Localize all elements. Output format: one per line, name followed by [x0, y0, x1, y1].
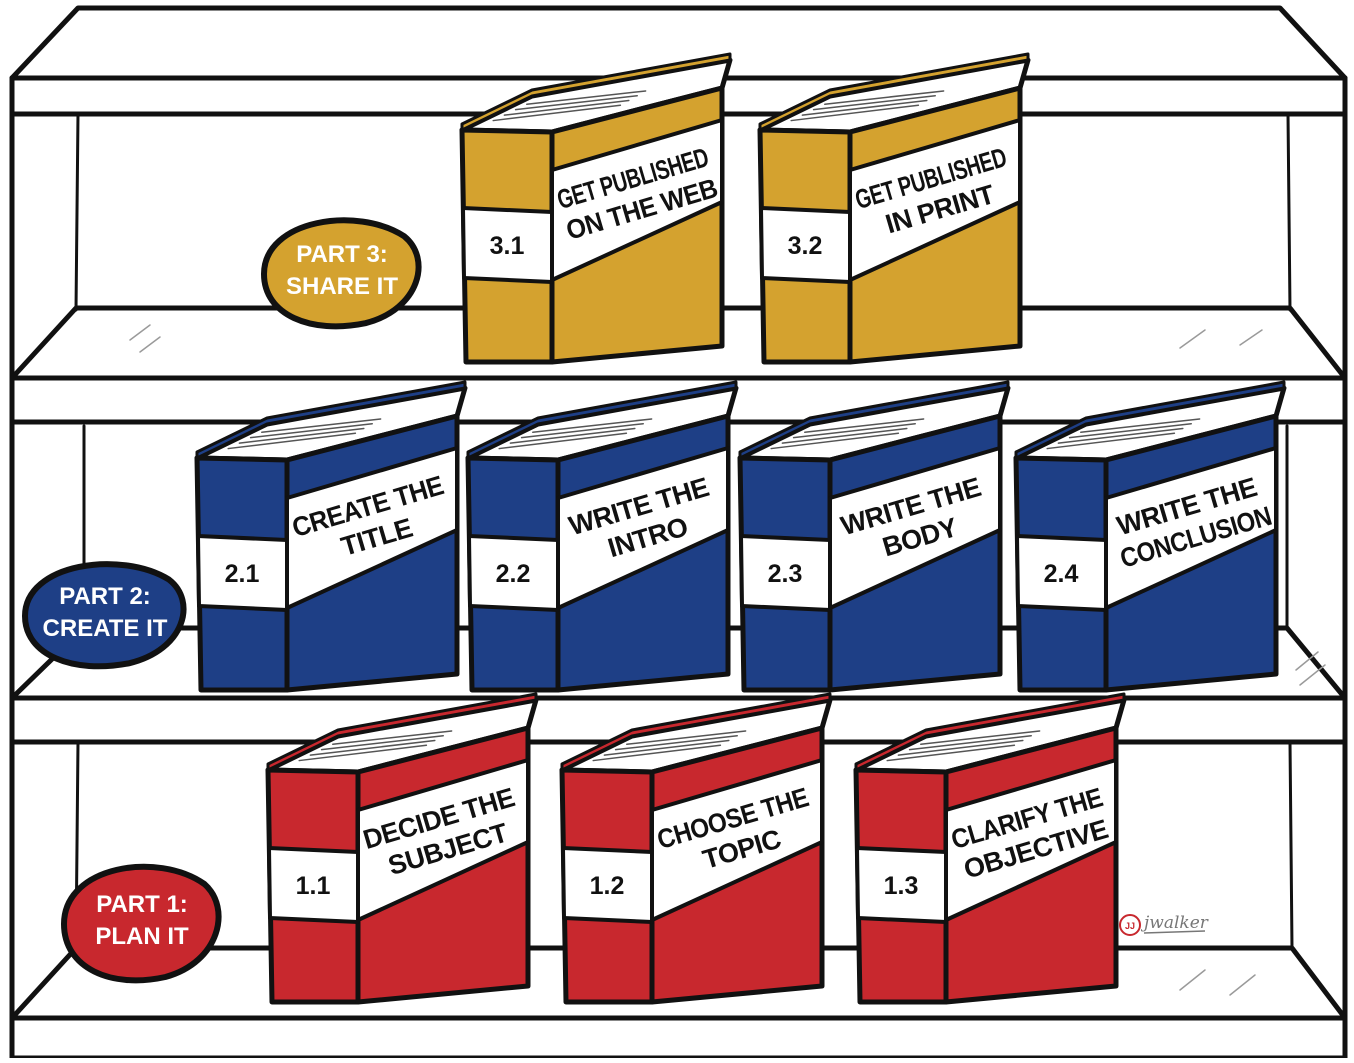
part-badge-line1: PART 2:: [59, 583, 151, 610]
part-badge-line1: PART 3:: [296, 241, 388, 268]
book-number: 2.2: [496, 560, 531, 588]
back-left-edge-top: [76, 114, 78, 310]
book-number: 2.3: [768, 560, 803, 588]
part-badge-line2: PLAN IT: [95, 923, 189, 950]
part-badge: PART 2: CREATE IT: [25, 564, 184, 666]
part-badge: PART 3: SHARE IT: [264, 220, 419, 326]
book-number: 1.3: [884, 872, 919, 900]
book-number: 2.4: [1044, 560, 1079, 588]
signature-name: jwalker: [1140, 913, 1209, 933]
book-number: 1.1: [296, 872, 331, 900]
part-badge-line2: CREATE IT: [43, 615, 168, 642]
book-number: 3.2: [788, 232, 823, 260]
back-right-edge-bot: [1290, 742, 1292, 948]
book-number: 1.2: [590, 872, 625, 900]
back-right-edge-top: [1288, 114, 1290, 310]
artist-signature: JJ jwalker: [1120, 913, 1209, 935]
book-number: 3.1: [490, 232, 525, 260]
shelf-front-board: [12, 1018, 1345, 1058]
signature-mark: JJ: [1125, 921, 1135, 931]
part-badge-line2: SHARE IT: [286, 273, 398, 300]
part-badge: PART 1: PLAN IT: [64, 867, 219, 981]
part-badge-line1: PART 1:: [96, 891, 188, 918]
book-number: 2.1: [225, 560, 260, 588]
